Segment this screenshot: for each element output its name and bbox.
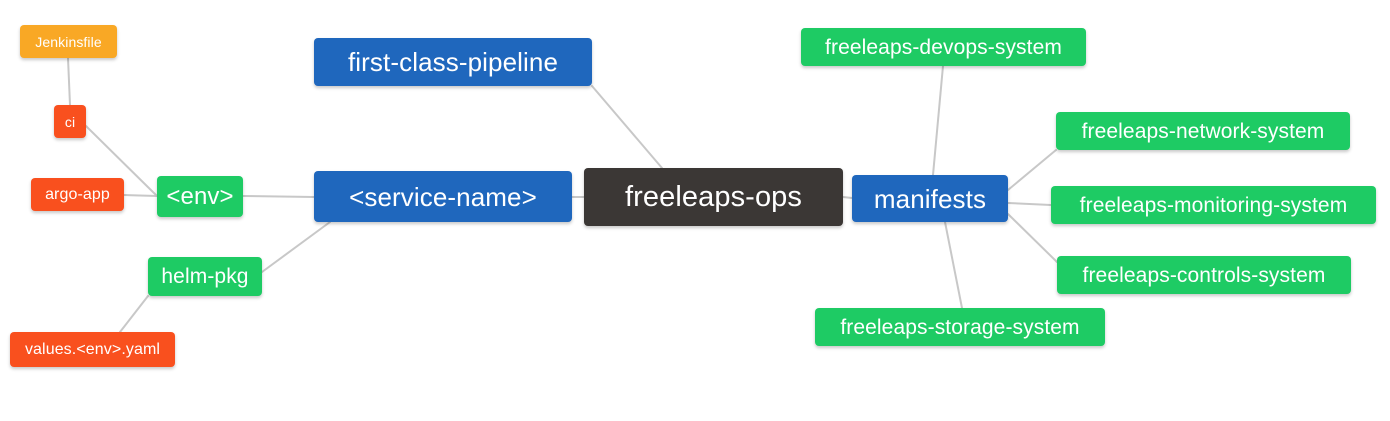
edge-freeleaps-ops-to-manifests	[842, 196, 853, 199]
node-devops-system[interactable]: freeleaps-devops-system	[801, 28, 1086, 66]
node-storage-system[interactable]: freeleaps-storage-system	[815, 308, 1105, 346]
edge-manifests-to-monitoring-system	[1007, 202, 1052, 206]
edge-argo-app-to-env	[123, 194, 158, 197]
node-label-ci: ci	[64, 113, 76, 130]
node-label-first-class-pipeline: first-class-pipeline	[347, 47, 559, 77]
node-label-service-name: <service-name>	[349, 181, 537, 212]
node-jenkinsfile[interactable]: Jenkinsfile	[20, 25, 117, 58]
node-label-values-yaml: values.<env>.yaml	[24, 340, 161, 358]
node-label-devops-system: freeleaps-devops-system	[825, 35, 1062, 59]
edge-env-to-service-name	[242, 195, 315, 198]
node-label-network-system: freeleaps-network-system	[1081, 119, 1325, 143]
node-label-helm-pkg: helm-pkg	[161, 265, 249, 288]
node-freeleaps-ops[interactable]: freeleaps-ops	[584, 168, 843, 226]
node-service-name[interactable]: <service-name>	[314, 171, 572, 222]
node-argo-app[interactable]: argo-app	[31, 178, 124, 211]
node-ci[interactable]: ci	[54, 105, 86, 138]
node-env[interactable]: <env>	[157, 176, 243, 217]
edge-first-class-pipeline-to-freeleaps-ops	[591, 85, 663, 169]
node-controls-system[interactable]: freeleaps-controls-system	[1057, 256, 1351, 294]
node-monitoring-system[interactable]: freeleaps-monitoring-system	[1051, 186, 1376, 224]
edge-manifests-to-storage-system	[944, 221, 963, 309]
node-label-argo-app: argo-app	[45, 185, 110, 203]
node-values-yaml[interactable]: values.<env>.yaml	[10, 332, 175, 367]
node-label-env: <env>	[166, 182, 234, 210]
edge-jenkinsfile-to-ci	[67, 57, 71, 106]
edge-manifests-to-network-system	[1007, 149, 1057, 191]
node-manifests[interactable]: manifests	[852, 175, 1008, 222]
node-label-storage-system: freeleaps-storage-system	[840, 315, 1080, 339]
node-label-freeleaps-ops: freeleaps-ops	[624, 180, 802, 213]
edge-helm-pkg-to-values-yaml	[119, 295, 149, 333]
node-first-class-pipeline[interactable]: first-class-pipeline	[314, 38, 592, 86]
node-label-controls-system: freeleaps-controls-system	[1082, 263, 1326, 287]
edge-service-name-to-helm-pkg	[261, 221, 331, 273]
node-helm-pkg[interactable]: helm-pkg	[148, 257, 262, 296]
edge-manifests-to-devops-system	[932, 65, 944, 176]
node-network-system[interactable]: freeleaps-network-system	[1056, 112, 1350, 150]
node-label-manifests: manifests	[873, 183, 987, 214]
node-label-jenkinsfile: Jenkinsfile	[35, 33, 102, 50]
node-label-monitoring-system: freeleaps-monitoring-system	[1079, 193, 1348, 217]
edge-manifests-to-controls-system	[1007, 213, 1058, 263]
